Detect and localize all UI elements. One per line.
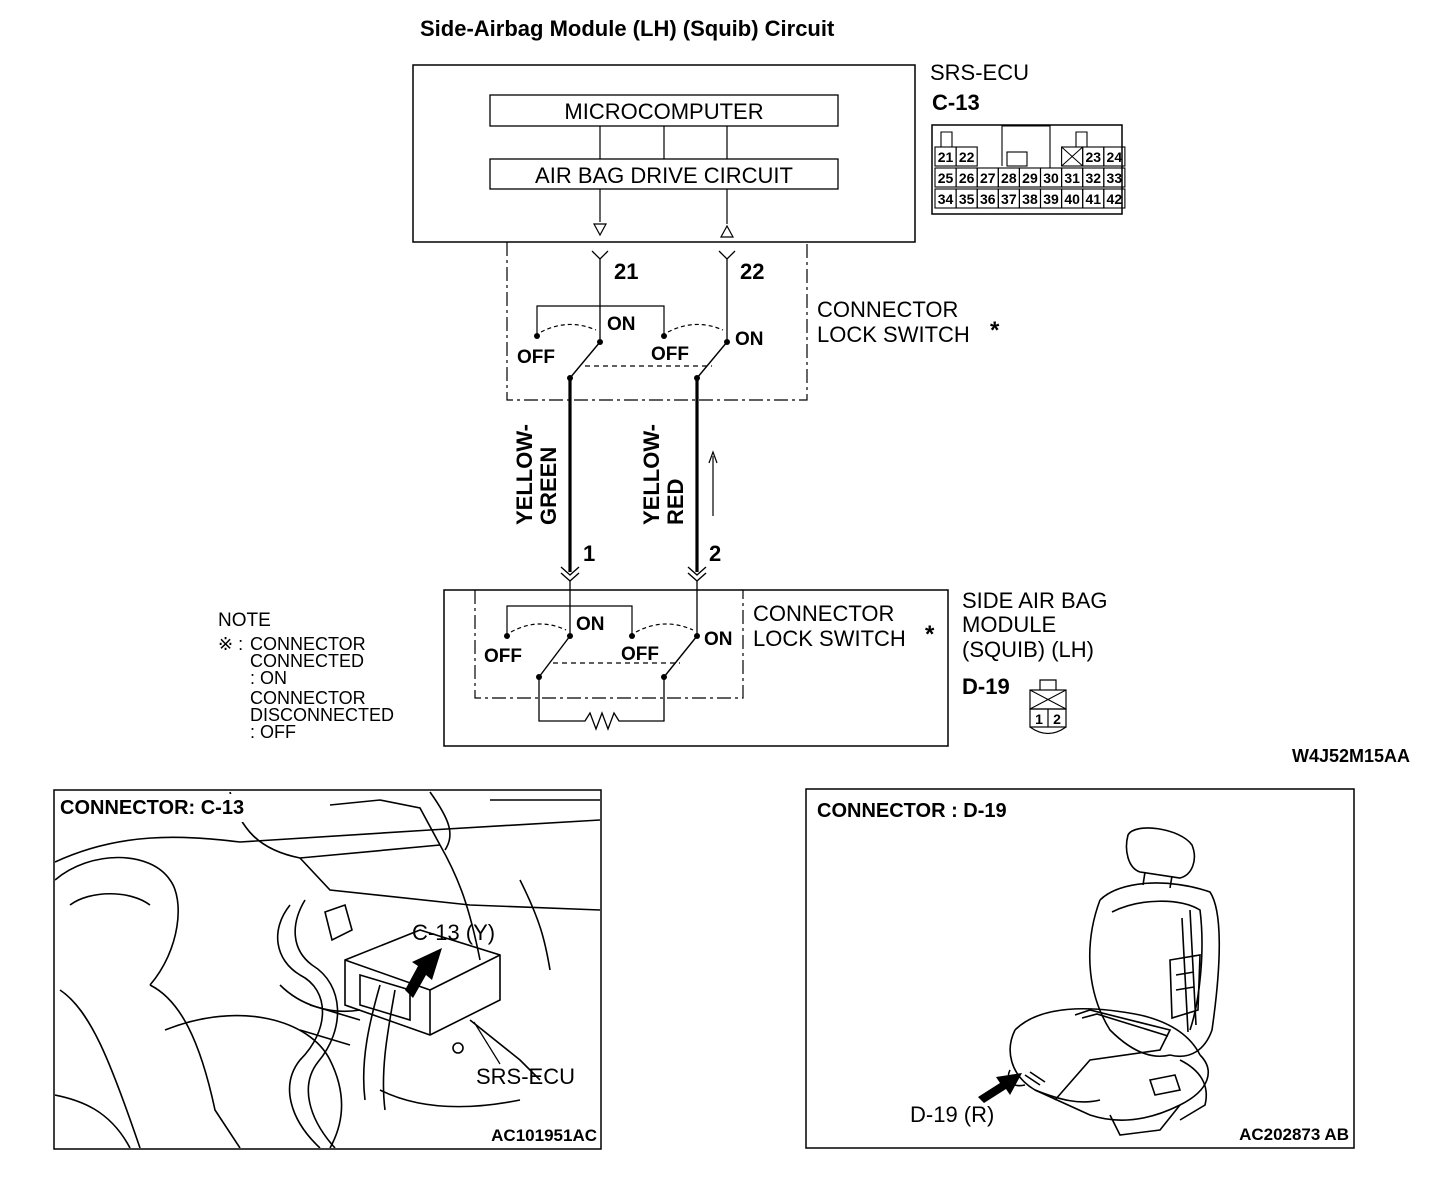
c13-panel-title: CONNECTOR: C-13 xyxy=(60,797,244,819)
d19-connector-label: D-19 xyxy=(962,674,1010,699)
input-arrow-icon xyxy=(719,224,735,238)
figure-code-main: W4J52M15AA xyxy=(1292,746,1410,766)
c13-figure-code: AC101951AC xyxy=(491,1126,597,1145)
lower-right-on-label: ON xyxy=(704,629,733,650)
c13-pin: 34 xyxy=(938,191,954,207)
c13-pin: 28 xyxy=(1001,170,1017,186)
lower-lock-switch-boundary xyxy=(474,590,744,699)
lower-left-off-label: OFF xyxy=(484,646,522,667)
note-line-1: CONNECTOR xyxy=(250,634,366,654)
upper-left-off-label: OFF xyxy=(517,347,555,368)
seat-illustration xyxy=(1007,827,1221,1136)
c13-pin: 22 xyxy=(959,149,975,165)
note-line-6: : OFF xyxy=(250,722,296,742)
drive-circuit-label: AIR BAG DRIVE CIRCUIT xyxy=(535,163,793,188)
terminal-2-label: 2 xyxy=(709,541,721,566)
side-airbag-module-box xyxy=(443,589,949,747)
c13-pin: 30 xyxy=(1043,170,1059,186)
lower-lock-switch-star: * xyxy=(925,621,935,648)
c13-pin: 24 xyxy=(1107,149,1123,165)
lower-left-on-label: ON xyxy=(576,614,605,635)
c13-pin: 36 xyxy=(980,191,996,207)
microcomputer-label: MICROCOMPUTER xyxy=(564,99,763,124)
c13-pin: 33 xyxy=(1107,170,1123,186)
c13-pin: 35 xyxy=(959,191,975,207)
c13-pin: 23 xyxy=(1085,149,1101,165)
c13-pin: 27 xyxy=(980,170,996,186)
c13-ecu-label: SRS-ECU xyxy=(476,1064,575,1089)
c13-callout-arrow-icon xyxy=(405,948,442,998)
d19-pin-2: 2 xyxy=(1053,711,1061,727)
module-label-line1: SIDE AIR BAG xyxy=(962,588,1108,613)
upper-lock-switch-boundary xyxy=(506,242,808,401)
note-line-2: CONNECTED xyxy=(250,651,364,671)
c13-callout-label: C-13 (Y) xyxy=(412,920,495,945)
d19-callout-label: D-19 (R) xyxy=(910,1102,994,1127)
c13-pin: 31 xyxy=(1064,170,1080,186)
c13-pin: 41 xyxy=(1085,191,1101,207)
module-label-line2: MODULE xyxy=(962,612,1056,637)
terminal-21-label: 21 xyxy=(614,259,638,284)
srs-ecu-label: SRS-ECU xyxy=(930,60,1029,85)
upper-lock-switch-line2: LOCK SWITCH xyxy=(817,322,970,347)
c13-pin: 40 xyxy=(1064,191,1080,207)
note-line-3: : ON xyxy=(250,668,287,688)
c13-pin: 26 xyxy=(959,170,975,186)
upper-lock-switch-line1: CONNECTOR xyxy=(817,297,958,322)
c13-pin: 42 xyxy=(1107,191,1123,207)
note-block: NOTE ※ : CONNECTOR CONNECTED : ON CONNEC… xyxy=(218,610,394,742)
d19-panel-title: CONNECTOR : D-19 xyxy=(817,800,1007,822)
output-arrow-icon xyxy=(592,223,608,237)
wire-left-color-line2: GREEN xyxy=(536,447,561,525)
note-title: NOTE xyxy=(218,610,271,631)
module-label-line3: (SQUIB) (LH) xyxy=(962,637,1094,662)
c13-connector-label: C-13 xyxy=(932,90,980,115)
squib-resistor-icon xyxy=(538,677,665,731)
terminal-22-label: 22 xyxy=(740,259,764,284)
upper-right-off-label: OFF xyxy=(651,344,689,365)
c13-pin: 25 xyxy=(938,170,954,186)
c13-pin: 21 xyxy=(938,149,954,165)
lower-lock-switch-line1: CONNECTOR xyxy=(753,601,894,626)
d19-callout-arrow-icon xyxy=(978,1073,1022,1103)
terminal-1-label: 1 xyxy=(583,541,595,566)
wire-right-color-line1: YELLOW- xyxy=(639,424,664,525)
d19-figure-code: AC202873 AB xyxy=(1239,1125,1349,1144)
panel-c13: C-13 (Y) SRS-ECU CONNECTOR: C-13 AC10195… xyxy=(53,789,602,1150)
srs-ecu-box xyxy=(412,64,916,243)
c13-connector-face: 21 22 23 24 25 26 27 28 29 30 31 32 33 34 35 36 37 38 39 40… xyxy=(931,124,1126,215)
c13-pin: 39 xyxy=(1043,191,1059,207)
note-line-4: CONNECTOR xyxy=(250,688,366,708)
d19-pin-1: 1 xyxy=(1035,711,1043,727)
c13-pin: 29 xyxy=(1022,170,1038,186)
panel-d19: CONNECTOR : D-19 D-19 (R) xyxy=(805,788,1355,1149)
c13-pin: 37 xyxy=(1001,191,1017,207)
c13-pin: 32 xyxy=(1085,170,1101,186)
upper-lock-switch-star: * xyxy=(990,317,1000,344)
dashboard-illustration xyxy=(55,791,600,1148)
note-line-5: DISCONNECTED xyxy=(250,705,394,725)
current-direction-arrow-icon xyxy=(708,450,718,464)
lower-lock-switch-line2: LOCK SWITCH xyxy=(753,626,906,651)
lower-right-off-label: OFF xyxy=(621,644,659,665)
upper-left-on-label: ON xyxy=(607,314,636,335)
d19-connector-face: 1 2 xyxy=(1029,679,1067,735)
upper-right-on-label: ON xyxy=(735,329,764,350)
wire-right-color-line2: RED xyxy=(663,479,688,525)
c13-pin: 38 xyxy=(1022,191,1038,207)
wire-left-color-line1: YELLOW- xyxy=(512,424,537,525)
note-mark: ※ : xyxy=(218,634,243,654)
diagram-title: Side-Airbag Module (LH) (Squib) Circuit xyxy=(420,16,835,41)
